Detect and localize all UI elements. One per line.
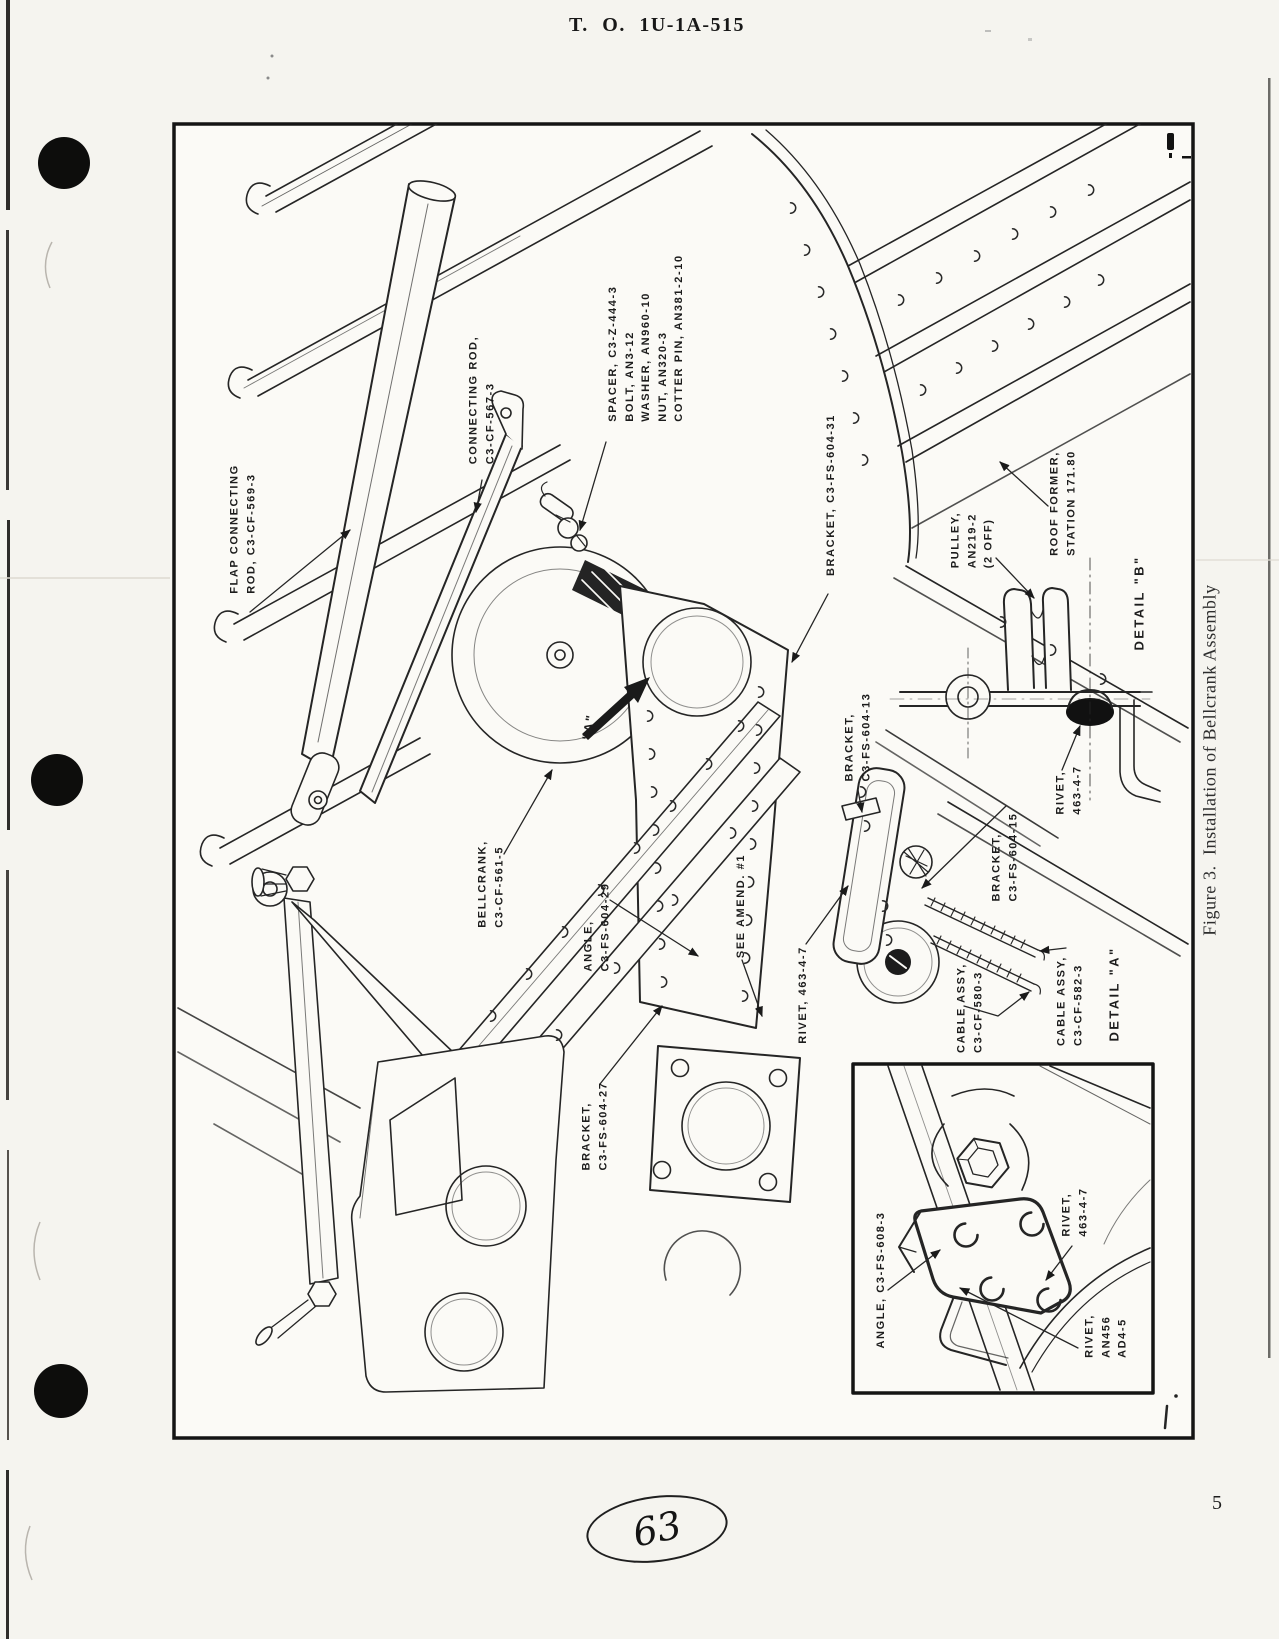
label-cable-assy-580: CABLE ASSY, C3-CF-580-3 [955, 963, 985, 1053]
label-rivet-an456: RIVET, AN456 AD4-5 [1083, 1314, 1129, 1358]
label-angle-604-29: ANGLE, C3-FS-604-29 [582, 882, 612, 972]
handwritten-number: 63 [628, 1502, 686, 1556]
page-number: 5 [1212, 1492, 1222, 1514]
view-a-arrow [582, 677, 650, 740]
label-bracket-604-31: BRACKET, C3-FS-604-31 [824, 414, 837, 576]
label-hardware-stack: SPACER, C3-Z-444-3 BOLT, AN3-12 WASHER, … [606, 254, 685, 422]
label-detail-a: DETAIL "A" [1106, 946, 1122, 1042]
label-rivet-463-inset: RIVET, 463-4-7 [1060, 1187, 1090, 1237]
hole-punches [31, 137, 90, 1418]
drawing-content [177, 124, 1191, 1430]
leader-lines [249, 441, 1081, 1349]
label-bellcrank: BELLCRANK, C3-CF-561-5 [476, 840, 506, 928]
label-detail-b: DETAIL "B" [1131, 555, 1147, 651]
label-rivet-463-center: RIVET, 463-4-7 [796, 946, 809, 1044]
label-pulley: PULLEY, AN219-2 (2 OFF) [949, 511, 995, 569]
label-bracket-604-27: BRACKET, C3-FS-604-27 [580, 1081, 610, 1171]
label-angle-608: ANGLE, C3-FS-608-3 [874, 1211, 887, 1349]
label-cable-assy-582: CABLE ASSY, C3-CF-582-3 [1055, 956, 1085, 1046]
figure-caption: Figure 3. Installation of Bellcrank Asse… [1199, 584, 1220, 936]
label-bracket-604-15: BRACKET, C3-FS-604-15 [990, 812, 1020, 902]
binder-arc-marks [24, 241, 53, 1581]
label-see-amend: SEE AMEND. #1 [734, 853, 747, 959]
label-roof-former: ROOF FORMER, STATION 171.80 [1048, 450, 1078, 556]
label-connecting-rod: CONNECTING ROD, C3-CF-567-3 [467, 335, 497, 465]
document-number: T. O. 1U-1A-515 [568, 14, 746, 36]
label-rivet-463-detail-b: RIVET, 463-4-7 [1054, 765, 1084, 815]
label-flap-connecting-rod: FLAP CONNECTING ROD, C3-CF-569-3 [228, 464, 258, 594]
label-bracket-604-13: BRACKET, C3-FS-604-13 [843, 692, 873, 782]
